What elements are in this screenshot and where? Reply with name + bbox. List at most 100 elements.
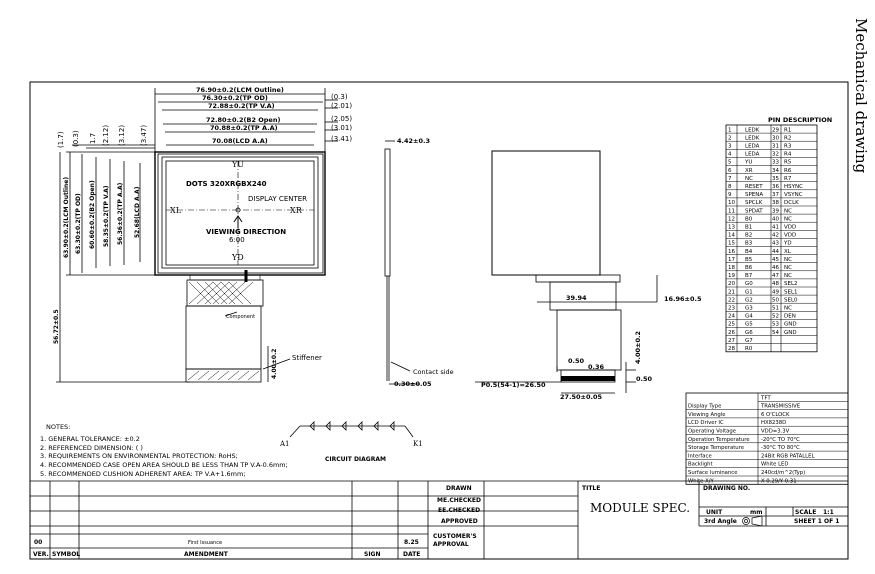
back-view xyxy=(475,150,658,394)
axis-xl: XL xyxy=(170,206,182,215)
pin-cell: 38 xyxy=(772,200,779,206)
dim-left-top-3: 1.7 xyxy=(89,133,97,144)
pin-cell: 53 xyxy=(772,322,779,328)
pin-cell: 41 xyxy=(772,225,779,231)
front-view-labels: DOTS 320XRGBX240 DISPLAY CENTER VIEWING … xyxy=(170,160,322,379)
pin-description-title: PIN DESCRIPTION xyxy=(768,116,832,124)
sheet-label: SHEET 1 OF 1 xyxy=(794,518,839,525)
fpc-thickness: 0.30±0.05 xyxy=(394,380,432,388)
spec-label: Interface xyxy=(688,453,712,459)
dim-left-top-5: (3.12) xyxy=(118,125,126,146)
pin-cell: G1 xyxy=(745,289,753,295)
third-angle-projection-icon xyxy=(742,515,763,527)
unit-label: UNIT xyxy=(706,509,723,516)
pin-cell: GND xyxy=(784,322,797,328)
sheet-frame xyxy=(29,81,849,560)
circuit-labels: A1 K1 CIRCUIT DIAGRAM xyxy=(279,440,423,463)
side-thickness: 4.42±0.3 xyxy=(397,137,430,145)
pin-cell: SEL2 xyxy=(784,281,798,287)
spec-label: Operating Voltage xyxy=(688,429,736,435)
pin-cell: 48 xyxy=(772,281,779,287)
dim-left-side-4: 58.35±0.2(TP V.A) xyxy=(103,185,110,247)
pin-cell: NC xyxy=(784,257,792,263)
pin-cell: VDD xyxy=(784,225,796,231)
pin-cell: R4 xyxy=(784,152,792,158)
pin-cell: G0 xyxy=(745,281,753,287)
pin-cell: 11 xyxy=(728,208,735,214)
pin-cell: 15 xyxy=(728,241,735,247)
dim-back-f: 0.50 xyxy=(636,375,653,383)
pin-cell: 18 xyxy=(728,265,735,271)
viewing-clock-label: 6:00 xyxy=(229,236,245,244)
date-label: DATE xyxy=(403,551,420,558)
title-block-lines xyxy=(30,480,848,559)
dim-right-2: (2.01) xyxy=(331,102,352,110)
customer-approval-2: APPROVAL xyxy=(433,541,469,548)
pin-cell: 17 xyxy=(728,257,735,263)
me-checked-label: ME.CHECKED xyxy=(437,497,481,504)
pin-cell: RESET xyxy=(745,184,763,190)
pin-cell: LEDK xyxy=(745,135,760,141)
dim-total-height: 56.72±0.5 xyxy=(53,309,60,344)
dim-left-side-1: 63.90±0.2(LCM Outline) xyxy=(63,177,70,258)
contact-side-label: Contact side xyxy=(413,368,454,376)
dim-back-d: 0.36 xyxy=(588,363,605,371)
spec-label: Storage Temperature xyxy=(688,445,744,451)
dim-left-top-2: (0.3) xyxy=(72,130,80,147)
spec-value: TRANSMISSIVE xyxy=(760,404,801,410)
pin-cell: DCLK xyxy=(784,200,799,206)
sign-label: SIGN xyxy=(364,551,381,558)
pin-cell: LEDA xyxy=(745,144,760,150)
pin-cell: 27 xyxy=(728,338,735,344)
dim-back-a: 39.94 xyxy=(566,294,587,302)
pin-cell: 37 xyxy=(772,192,779,198)
pin-cell: 28 xyxy=(728,346,735,352)
pin-cell: 23 xyxy=(728,306,735,312)
fpc-hatch xyxy=(187,281,260,381)
pin-cell: 44 xyxy=(772,249,779,255)
spec-value: HX8238D xyxy=(761,420,786,426)
tp-outline xyxy=(157,153,324,274)
dim-left-top-4: (2.12) xyxy=(102,125,110,146)
fpc-dim-label: 4.00±0.2 xyxy=(271,349,278,379)
pin-cell: YU xyxy=(744,160,752,166)
pin-cell: 5 xyxy=(728,160,732,166)
pin-cell: SEL1 xyxy=(784,289,798,295)
spec-value: -20°C TO 70°C xyxy=(761,437,800,443)
note-3: 3. REQUIREMENTS ON ENVIRONMENTAL PROTECT… xyxy=(40,452,238,460)
spec-label: Backlight xyxy=(688,462,713,468)
pin-cell: 4 xyxy=(728,152,732,158)
spec-label: Operation Temperature xyxy=(688,437,750,443)
axis-yd: YD xyxy=(231,253,244,262)
pin-cell: 16 xyxy=(728,249,735,255)
pin-cell: HSYNC xyxy=(784,184,803,190)
spec-label: Viewing Angle xyxy=(688,412,726,418)
axis-yu: YU xyxy=(231,160,244,169)
pin-cell: 46 xyxy=(772,265,779,271)
pin-cell: B7 xyxy=(745,273,753,279)
pin-cell: NC xyxy=(784,208,792,214)
pin-cell: 8 xyxy=(728,184,732,190)
pin-cell: 30 xyxy=(772,135,779,141)
pin-cell: SPENA xyxy=(745,192,763,198)
pin-cell: 36 xyxy=(772,184,779,190)
pin-cell: SPCLK xyxy=(745,200,763,206)
pin-cell: VDD xyxy=(784,233,796,239)
pin-cell: R6 xyxy=(784,168,792,174)
pin-cell: NC xyxy=(784,216,792,222)
stiffener xyxy=(185,368,262,383)
viewing-direction-label: VIEWING DIRECTION xyxy=(206,228,286,236)
pin-cell: YD xyxy=(783,241,792,247)
pin-cell: 32 xyxy=(772,152,779,158)
rev-date: 8.25 xyxy=(404,539,419,546)
pin-cell: 29 xyxy=(772,127,779,133)
pin-cell: LEDK xyxy=(745,127,760,133)
view-area xyxy=(161,156,319,269)
dim-lcm-outline: 76.90±0.2(LCM Outline) xyxy=(196,86,284,94)
pin-cell: SPDAT xyxy=(745,208,763,214)
pin-cell: 33 xyxy=(772,160,779,166)
note-2: 2. REFERENCED DIMENSION: ( ) xyxy=(40,444,143,452)
spec-label: LCD Driver IC xyxy=(688,420,724,426)
pin-cell: 12 xyxy=(728,216,735,222)
